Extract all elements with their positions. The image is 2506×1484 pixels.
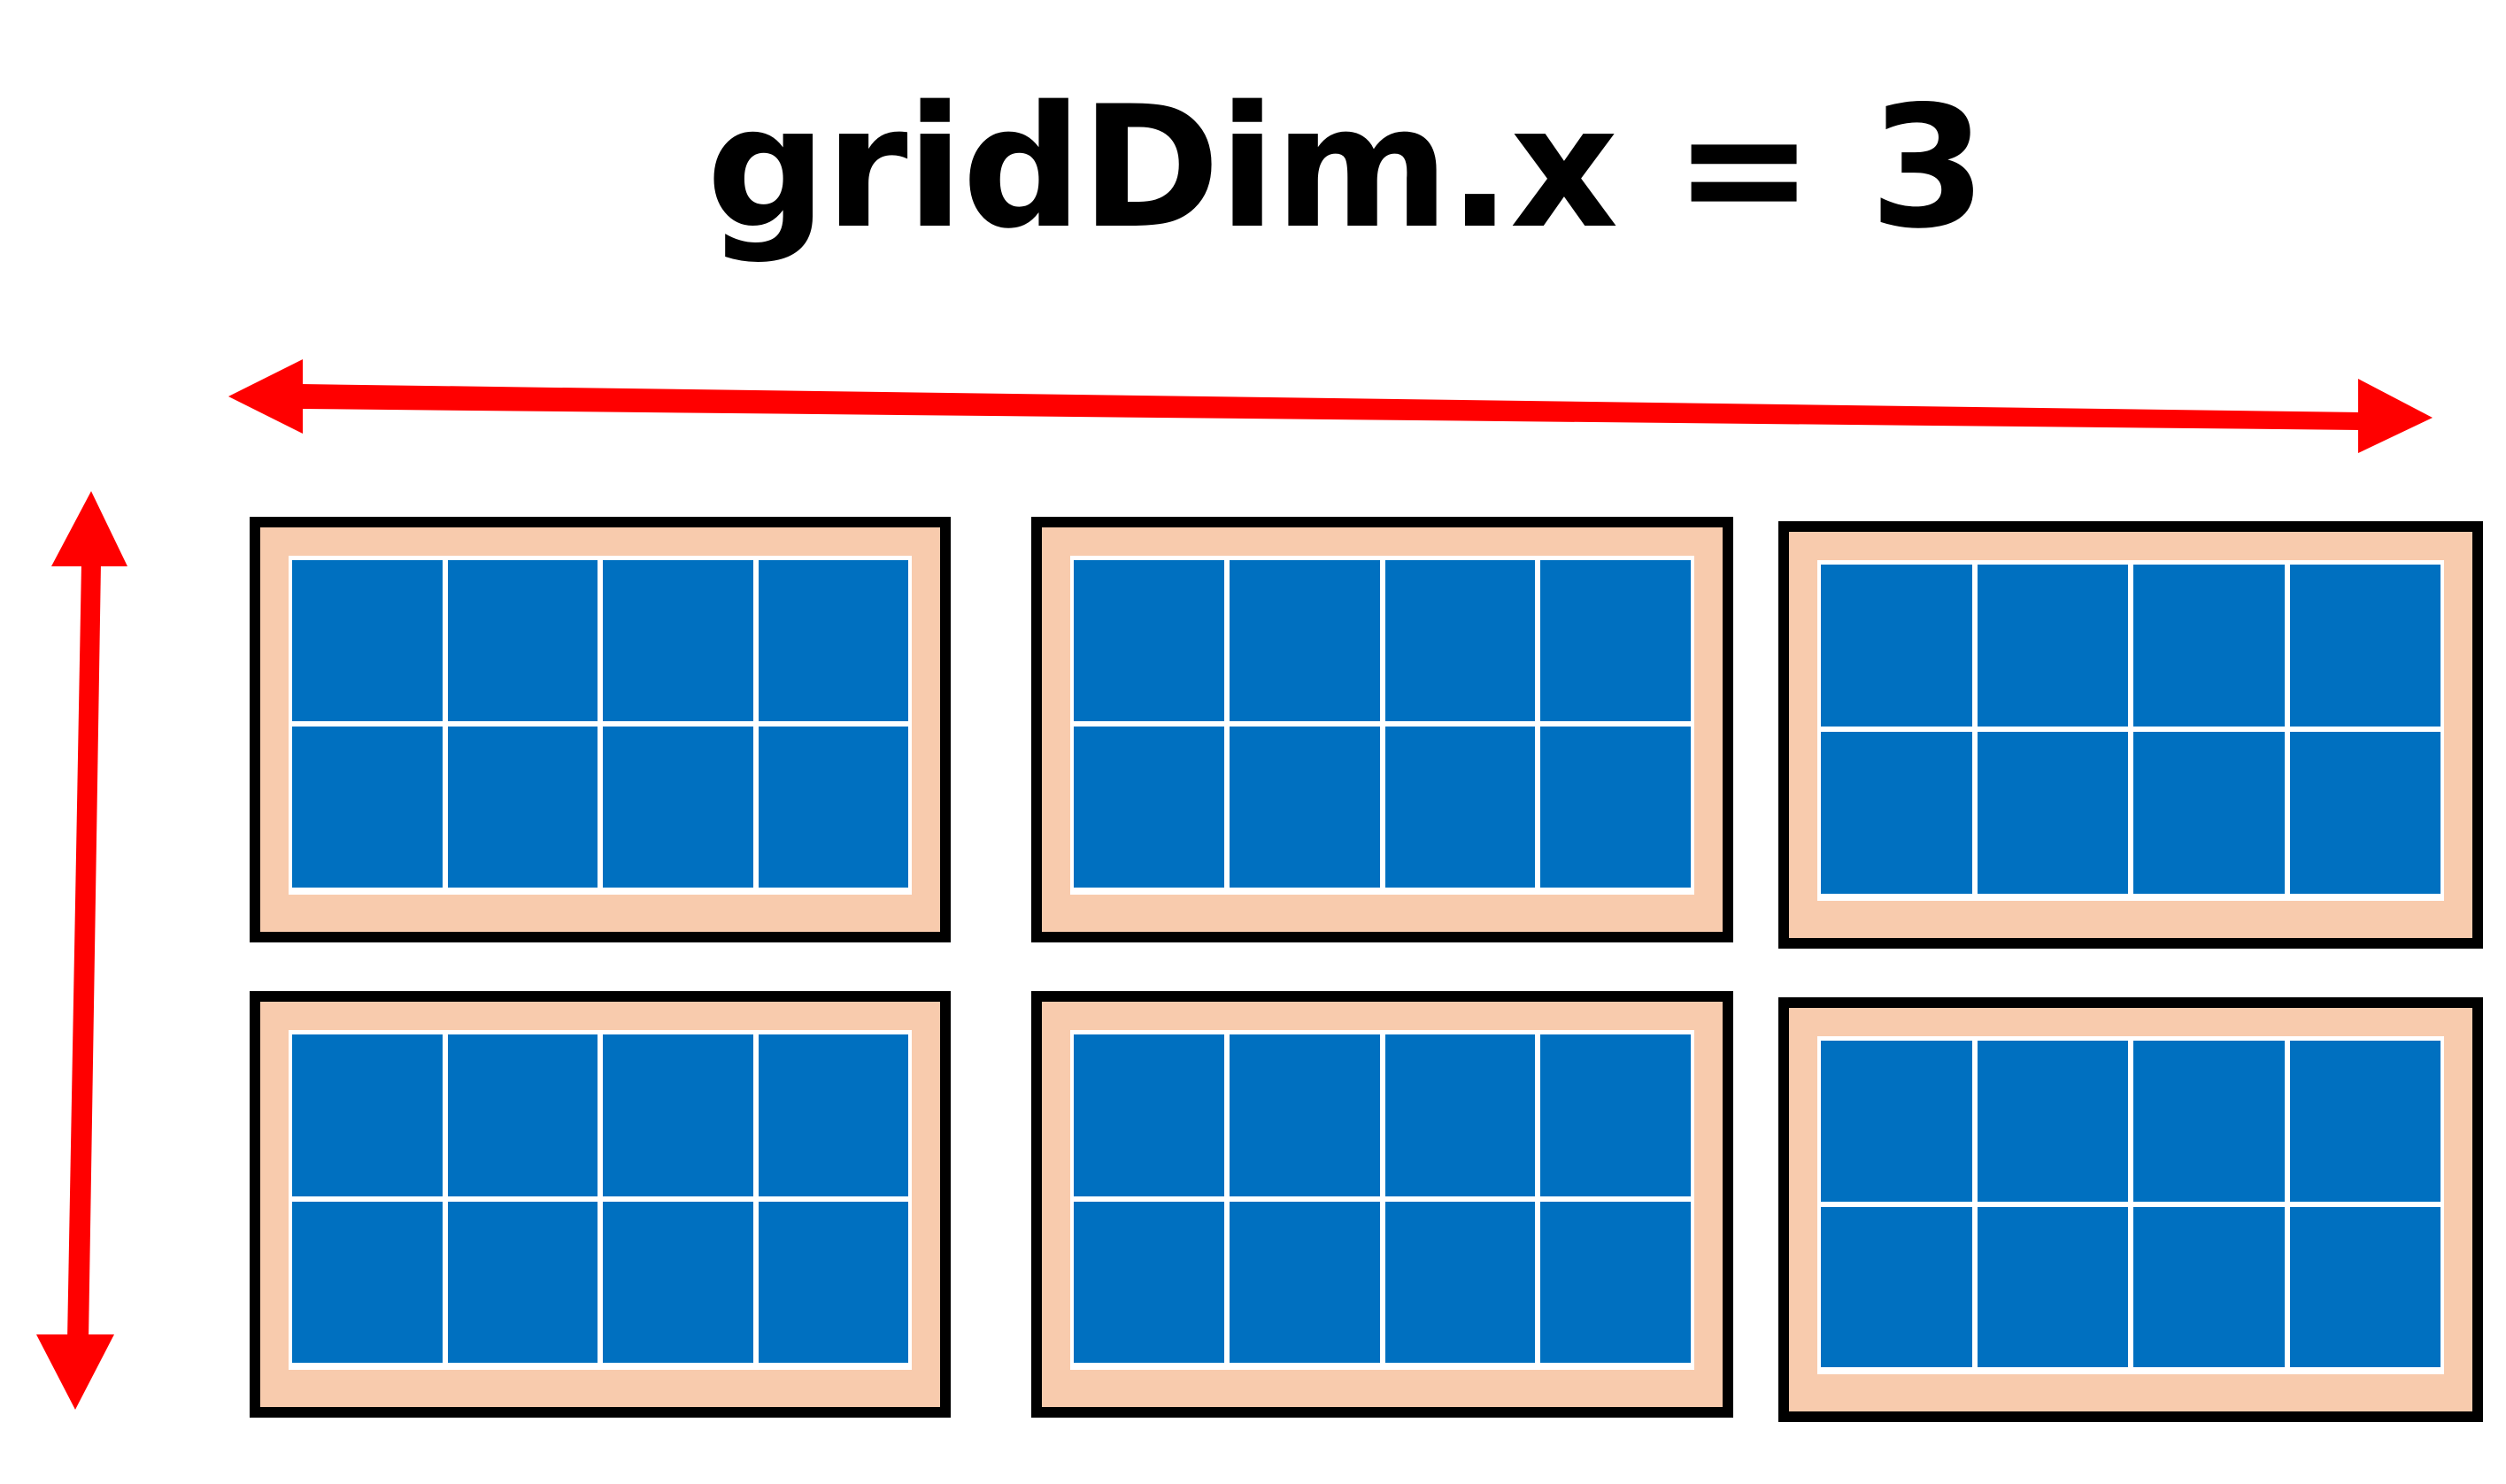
grid-dim-title: gridDim.x = 3	[706, 70, 1986, 265]
thread-cell	[292, 727, 443, 888]
thread-cell	[447, 727, 598, 888]
thread-cell	[758, 1034, 908, 1196]
thread-grid	[1817, 560, 2444, 901]
thread-cell	[1074, 1201, 1224, 1363]
thread-cell	[2133, 1206, 2285, 1367]
horizontal-arrow-shaft	[301, 384, 2363, 430]
thread-cell	[1074, 560, 1224, 721]
thread-cell	[603, 727, 753, 888]
thread-cell	[1821, 732, 1972, 894]
vertical-arrow-bottom-head	[36, 1334, 114, 1410]
thread-cell	[447, 560, 598, 721]
thread-cell	[1977, 1041, 2128, 1202]
thread-cell	[2289, 1206, 2440, 1367]
thread-grid	[1070, 1030, 1694, 1370]
thread-cell	[1229, 560, 1380, 721]
block-1-0	[250, 991, 951, 1418]
thread-grid	[1070, 556, 1694, 895]
vertical-arrow-shaft	[67, 563, 101, 1341]
thread-cell	[603, 560, 753, 721]
thread-cell	[1540, 727, 1691, 888]
thread-cell	[1821, 1041, 1972, 1202]
block-0-0	[250, 517, 951, 942]
thread-cell	[1074, 1034, 1224, 1196]
horizontal-arrow-left-head	[228, 359, 303, 434]
thread-cell	[1229, 1034, 1380, 1196]
thread-cell	[1540, 1034, 1691, 1196]
horizontal-arrow-right-head	[2358, 379, 2433, 453]
thread-cell	[1384, 1034, 1536, 1196]
thread-cell	[758, 727, 908, 888]
thread-cell	[1540, 560, 1691, 721]
vertical-arrow-top-head	[51, 491, 127, 566]
thread-cell	[1821, 565, 1972, 727]
thread-cell	[447, 1201, 598, 1363]
thread-cell	[1821, 1206, 1972, 1367]
thread-cell	[1977, 732, 2128, 894]
thread-cell	[292, 1201, 443, 1363]
block-0-2	[1778, 521, 2483, 949]
thread-cell	[603, 1201, 753, 1363]
thread-cell	[1977, 1206, 2128, 1367]
thread-cell	[1384, 560, 1536, 721]
thread-cell	[2133, 732, 2285, 894]
thread-cell	[2289, 565, 2440, 727]
thread-cell	[1384, 1201, 1536, 1363]
horizontal-arrow	[228, 359, 2433, 453]
thread-cell	[292, 1034, 443, 1196]
thread-cell	[2133, 1041, 2285, 1202]
thread-grid	[289, 1030, 912, 1370]
thread-grid	[289, 556, 912, 895]
thread-cell	[1229, 727, 1380, 888]
thread-cell	[447, 1034, 598, 1196]
block-1-1	[1031, 991, 1733, 1418]
thread-cell	[1384, 727, 1536, 888]
thread-grid	[1817, 1036, 2444, 1374]
vertical-arrow	[36, 491, 127, 1410]
thread-cell	[2133, 565, 2285, 727]
thread-cell	[603, 1034, 753, 1196]
thread-cell	[1229, 1201, 1380, 1363]
thread-cell	[758, 560, 908, 721]
block-1-2	[1778, 997, 2483, 1422]
thread-cell	[292, 560, 443, 721]
thread-cell	[1074, 727, 1224, 888]
block-0-1	[1031, 517, 1733, 942]
thread-cell	[2289, 732, 2440, 894]
thread-cell	[2289, 1041, 2440, 1202]
thread-cell	[1540, 1201, 1691, 1363]
thread-cell	[1977, 565, 2128, 727]
thread-cell	[758, 1201, 908, 1363]
